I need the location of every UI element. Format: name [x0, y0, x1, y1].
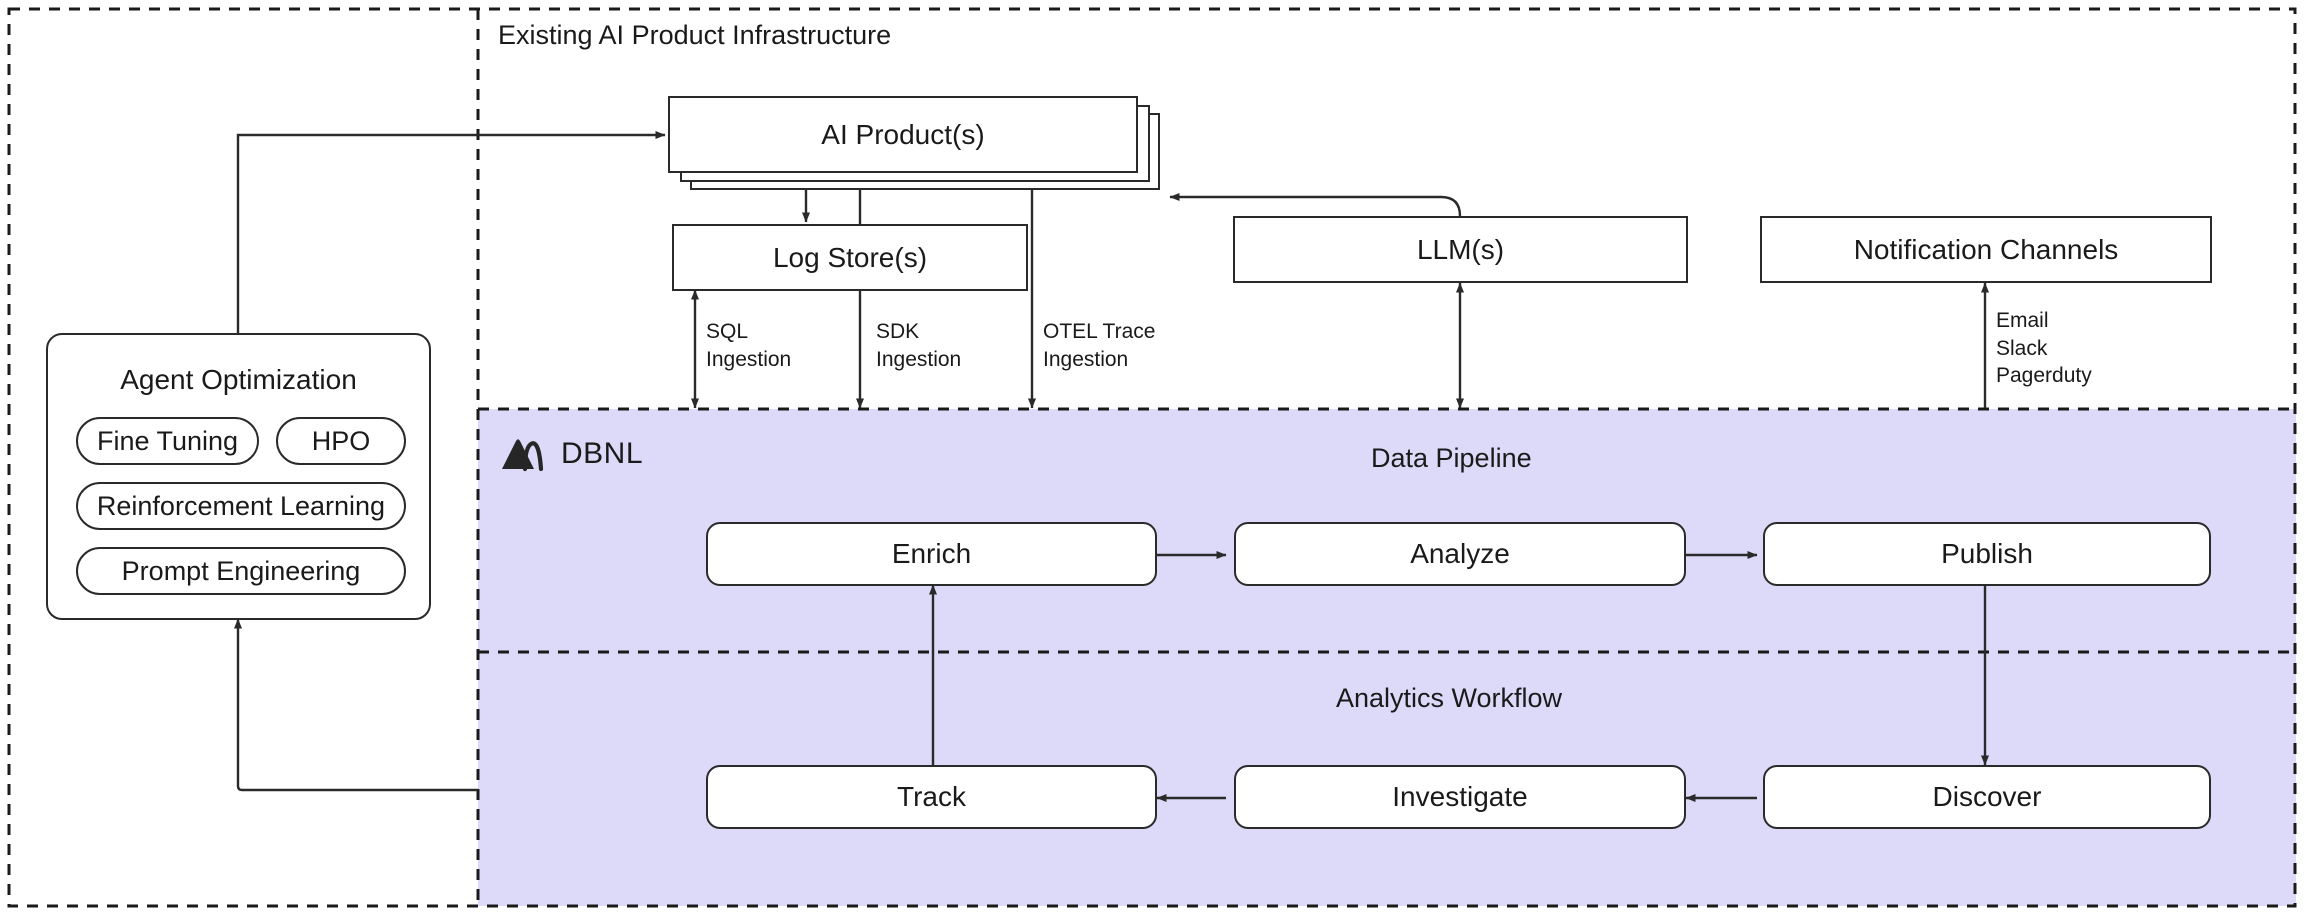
- connector-track-to-agent-optimization: [234, 618, 478, 792]
- zone-label-analytics-workflow: Analytics Workflow: [1336, 683, 1563, 713]
- outer-frame: [7, 7, 2297, 908]
- node-discover[interactable]: Discover: [1763, 765, 2211, 829]
- node-log-store[interactable]: Log Store(s): [672, 224, 1028, 291]
- agent-item-hpo[interactable]: HPO: [276, 417, 406, 465]
- dbnl-brand: DBNL: [500, 436, 643, 472]
- edge-label-sql-ingestion: SQL Ingestion: [706, 320, 792, 371]
- mountain-logo-icon: [502, 439, 544, 472]
- node-ai-product[interactable]: AI Product(s): [668, 96, 1138, 173]
- agent-item-reinforcement-learning[interactable]: Reinforcement Learning: [76, 482, 406, 530]
- zone-label-data-pipeline: Data Pipeline: [1371, 443, 1532, 473]
- connector-llm-to-ai-product: [1169, 193, 1462, 217]
- agent-optimization-title: Agent Optimization: [120, 364, 357, 395]
- agent-item-fine-tuning[interactable]: Fine Tuning: [76, 417, 259, 465]
- agent-optimization-panel: Agent Optimization Fine Tuning HPO Reinf…: [46, 333, 431, 620]
- node-notification-channels[interactable]: Notification Channels: [1760, 216, 2212, 283]
- connector-agent-to-ai-product: [236, 131, 666, 344]
- edge-label-sdk-ingestion: SDK Ingestion: [876, 320, 962, 371]
- node-publish[interactable]: Publish: [1763, 522, 2211, 586]
- node-investigate[interactable]: Investigate: [1234, 765, 1686, 829]
- dbnl-brand-name: DBNL: [561, 437, 644, 470]
- edge-label-notification-targets: Email Slack Pagerduty: [1996, 309, 2092, 388]
- zone-label-infrastructure: Existing AI Product Infrastructure: [498, 20, 892, 50]
- agent-item-prompt-engineering[interactable]: Prompt Engineering: [76, 547, 406, 595]
- edge-label-otel-trace-ingestion: OTEL Trace Ingestion: [1043, 320, 1156, 371]
- node-track[interactable]: Track: [706, 765, 1157, 829]
- node-llm[interactable]: LLM(s): [1233, 216, 1688, 283]
- node-enrich[interactable]: Enrich: [706, 522, 1157, 586]
- node-analyze[interactable]: Analyze: [1234, 522, 1686, 586]
